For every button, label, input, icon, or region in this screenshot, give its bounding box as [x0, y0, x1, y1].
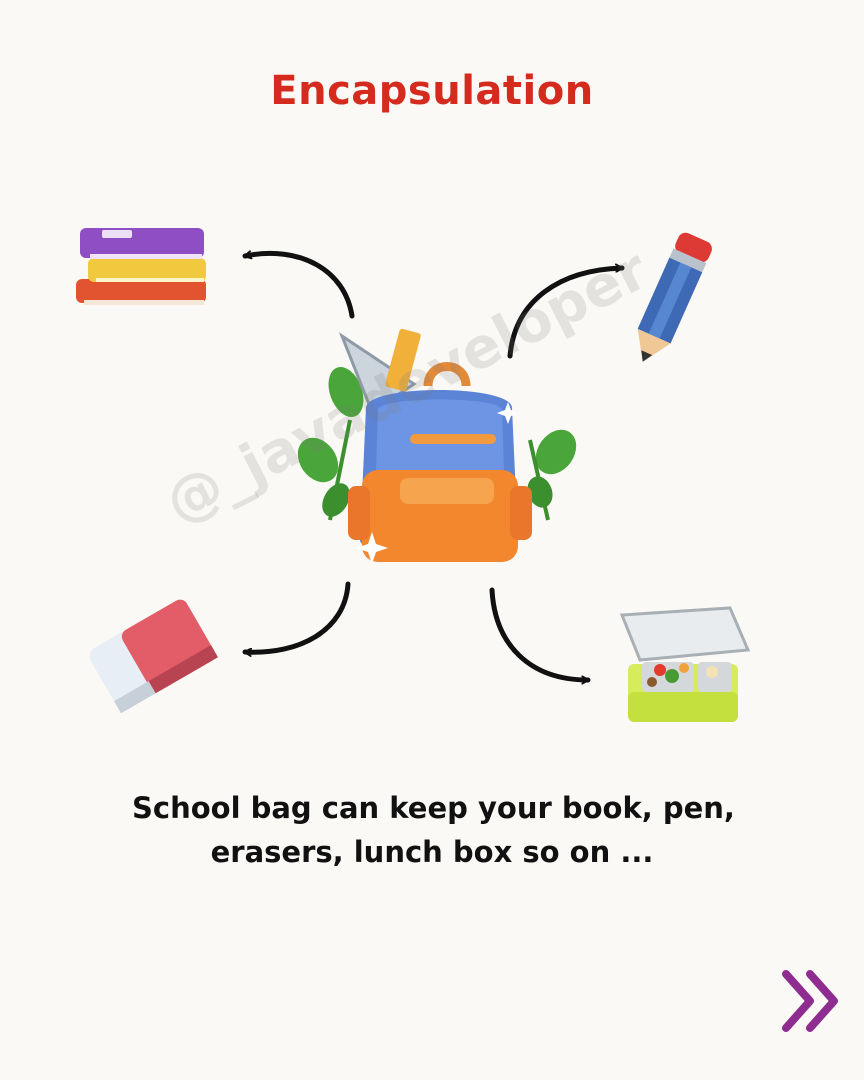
caption-line-2: erasers, lunch box so on ...: [210, 835, 654, 869]
lunch-box-icon: [619, 606, 751, 722]
page-title: Encapsulation: [270, 68, 594, 114]
arrow-to-eraser: [242, 581, 351, 652]
caption: School bag can keep your book, pen, eras…: [132, 786, 735, 874]
caption-line-1: School bag can keep your book, pen,: [132, 791, 735, 825]
arrows: [242, 253, 625, 680]
next-button[interactable]: [778, 968, 844, 1038]
eraser-icon: [89, 599, 218, 714]
arrow-to-pencil: [507, 268, 625, 359]
arrow-to-lunch-box: [489, 587, 591, 680]
pencil-icon: [637, 232, 712, 362]
school-bag-icon: [297, 328, 577, 564]
double-chevron-right-icon: [782, 970, 838, 1032]
arrow-to-books: [242, 253, 355, 319]
books-icon: [76, 228, 206, 305]
